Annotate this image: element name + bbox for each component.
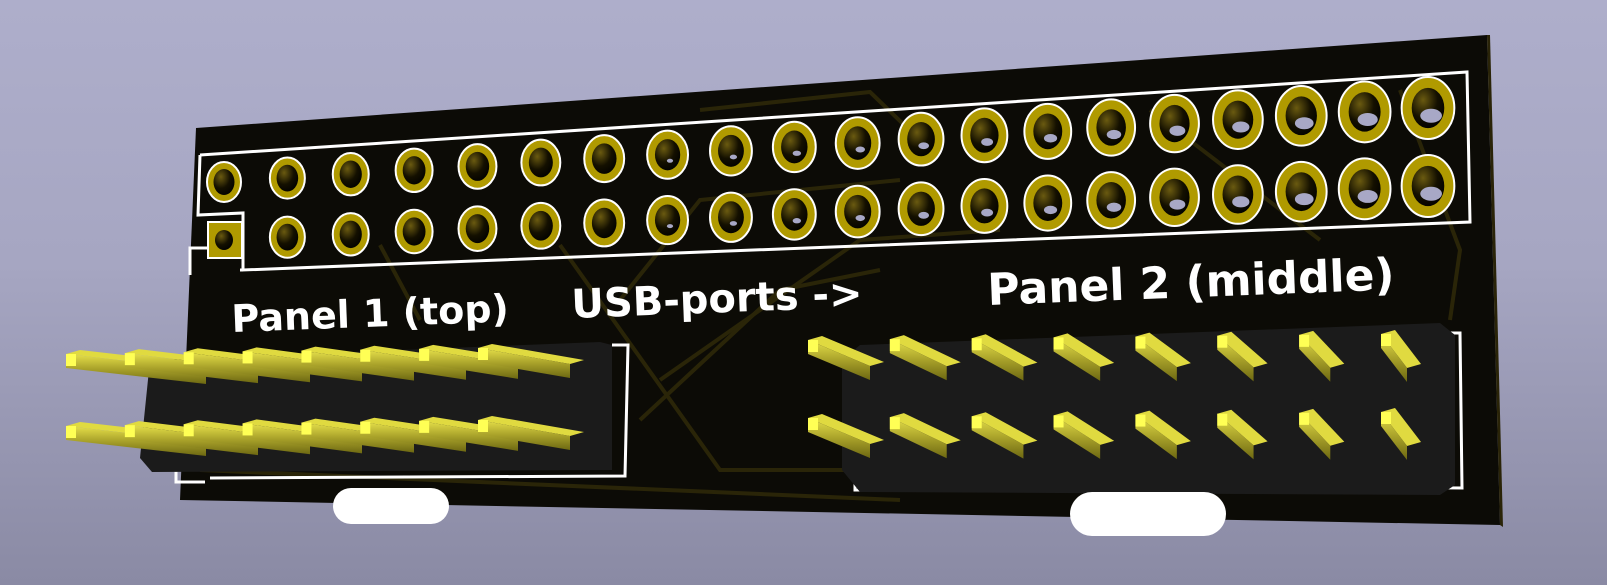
gpio-pad bbox=[331, 212, 370, 257]
header-pin bbox=[889, 335, 961, 381]
header-pin bbox=[889, 413, 961, 459]
header-pin bbox=[1135, 332, 1191, 382]
header-pin bbox=[808, 336, 884, 380]
label-usb-ports: USB-ports -> bbox=[571, 271, 864, 328]
gpio-pad bbox=[457, 143, 498, 190]
gpio-pad bbox=[394, 147, 434, 194]
header-pin bbox=[1217, 409, 1268, 460]
gpio-pad bbox=[1274, 84, 1328, 147]
gpio-pad bbox=[960, 177, 1009, 234]
gpio-pad bbox=[520, 201, 562, 250]
panel1-outline-right bbox=[209, 343, 630, 480]
panel2-header-body[interactable] bbox=[842, 323, 1455, 495]
gpio-pad bbox=[1400, 76, 1456, 140]
gpio-pad bbox=[1212, 89, 1264, 150]
gpio-pad bbox=[897, 181, 945, 237]
gpio-pad bbox=[709, 191, 753, 243]
header-pin bbox=[1299, 330, 1345, 382]
gpio-pad bbox=[394, 208, 434, 255]
pcb-board-edge bbox=[1487, 35, 1503, 527]
panel1-silk-pad bbox=[333, 488, 449, 524]
gpio-pad bbox=[457, 205, 498, 252]
copper-traces bbox=[199, 89, 1463, 502]
gpio-pad bbox=[1400, 154, 1456, 218]
gpio-pad bbox=[583, 134, 626, 184]
gpio-pad bbox=[331, 152, 370, 197]
gpio-pad bbox=[960, 107, 1009, 164]
gpio-pad bbox=[1086, 98, 1137, 157]
gpio-pad bbox=[1274, 160, 1328, 223]
gpio-pad bbox=[1149, 93, 1200, 154]
gpio-pad bbox=[646, 129, 690, 180]
panel2-silk-pad bbox=[1070, 492, 1226, 536]
gpio-header-pads bbox=[206, 76, 1456, 259]
header-pin bbox=[478, 416, 584, 450]
gpio-pad bbox=[1212, 164, 1264, 225]
label-panel1: Panel 1 (top) bbox=[231, 286, 510, 341]
header-pin bbox=[1381, 330, 1421, 382]
gpio-pad bbox=[1023, 174, 1073, 232]
gpio-pad bbox=[1086, 171, 1137, 230]
gpio-pad bbox=[520, 138, 562, 187]
header-pin bbox=[1381, 408, 1421, 460]
gpio-pad bbox=[1023, 102, 1073, 160]
header-pin bbox=[1217, 331, 1268, 382]
gpio-pad bbox=[771, 188, 817, 241]
header-pin bbox=[1053, 411, 1115, 459]
gpio-pad bbox=[206, 161, 242, 203]
gpio-pad bbox=[1337, 80, 1392, 144]
gpio-pad bbox=[268, 156, 306, 200]
gpio-pad bbox=[207, 221, 243, 259]
header-pin bbox=[1053, 333, 1115, 381]
gpio-pad bbox=[834, 184, 881, 239]
panel2-header-pins bbox=[808, 330, 1421, 460]
gpio-pad bbox=[709, 125, 753, 177]
gpio-pad bbox=[646, 195, 690, 246]
gpio-pad bbox=[1337, 157, 1392, 221]
gpio-pad bbox=[1149, 167, 1200, 228]
gpio-pad bbox=[771, 120, 817, 174]
header-pin bbox=[1299, 408, 1345, 460]
gpio-pad bbox=[583, 198, 626, 248]
header-pin bbox=[808, 414, 884, 458]
gpio-pad bbox=[897, 111, 945, 167]
gpio-pad bbox=[268, 215, 306, 259]
header-pin bbox=[1135, 410, 1191, 460]
panel1-header-pins bbox=[66, 344, 584, 456]
header-pin bbox=[971, 412, 1038, 459]
header-pin bbox=[478, 344, 584, 378]
gpio-pad bbox=[834, 116, 881, 170]
header-pin bbox=[971, 334, 1038, 381]
